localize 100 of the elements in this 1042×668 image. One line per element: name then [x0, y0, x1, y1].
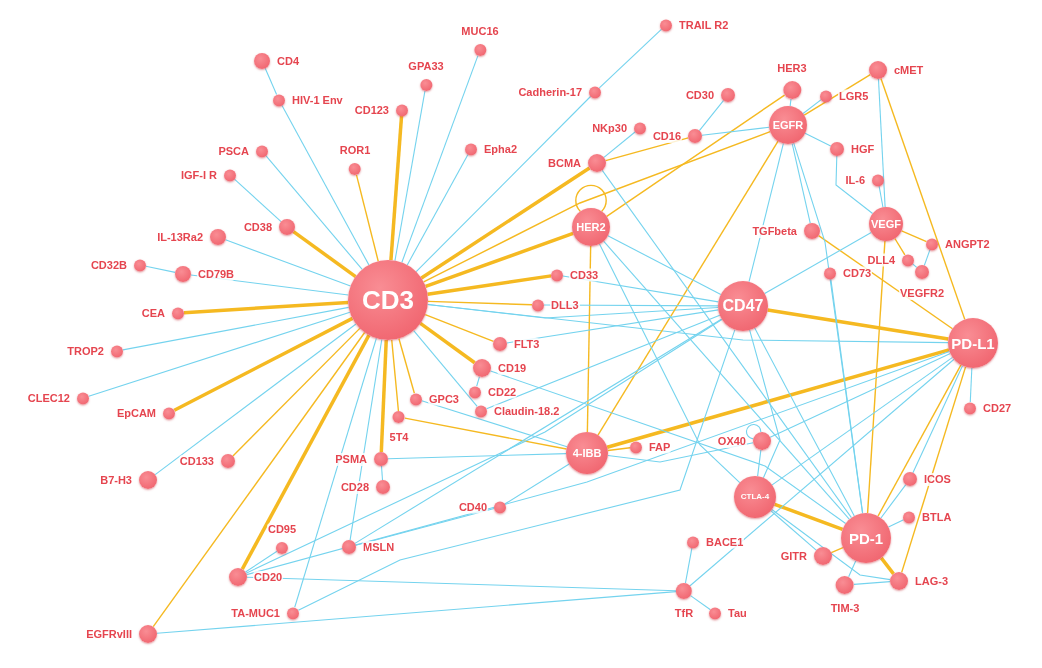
connector-line	[423, 130, 771, 283]
connector-line	[880, 484, 907, 519]
connector-line	[771, 356, 954, 486]
node-label: CD95	[266, 523, 298, 536]
connector-line	[398, 337, 416, 394]
connector-line	[88, 311, 351, 397]
connector-line	[791, 143, 811, 224]
node-label: CLEC12	[26, 391, 71, 405]
connector-line	[701, 126, 770, 136]
connector-line	[246, 350, 951, 576]
connector-line	[427, 274, 552, 296]
connector-line	[486, 314, 721, 410]
connector-line	[877, 78, 886, 208]
node-label: CD123	[353, 103, 390, 117]
connector-line	[420, 166, 591, 280]
node-label: CD73	[842, 266, 873, 280]
connector-line	[240, 334, 371, 570]
connector-line	[877, 364, 962, 517]
node-label: CD19	[497, 361, 528, 375]
connector-line	[406, 153, 469, 266]
node-label: HIV-1 Env	[291, 93, 344, 107]
node-label: TA-MUC1	[230, 606, 281, 620]
node-label: NKp30	[591, 121, 628, 135]
connector-line	[604, 137, 689, 162]
node-label: ROR1	[338, 144, 372, 157]
node-label: Tau	[727, 606, 748, 620]
node-label: BCMA	[547, 156, 582, 170]
connector-line	[265, 155, 363, 270]
connector-line	[900, 230, 928, 243]
connector-line	[349, 338, 383, 541]
connector-line	[427, 303, 949, 344]
connector-line	[774, 502, 844, 531]
connector-line	[427, 300, 533, 306]
connector-line	[246, 576, 677, 592]
node-label: FAP	[648, 440, 672, 454]
connector-line	[969, 367, 973, 403]
node-label: DLL3	[550, 298, 580, 312]
connector-line	[757, 449, 762, 477]
node-label: LGR5	[838, 89, 870, 103]
connector-line	[232, 327, 361, 457]
connector-line	[506, 309, 719, 344]
connector-line	[754, 327, 855, 517]
connector-line	[853, 581, 891, 585]
connector-line	[607, 447, 631, 452]
node-label: DLL4	[866, 253, 896, 267]
node-label: CD28	[339, 480, 370, 494]
connector-line	[601, 169, 852, 519]
connector-line	[804, 132, 832, 147]
connector-line	[387, 453, 567, 460]
node-label: GPC3	[428, 392, 460, 406]
connector-line	[749, 329, 781, 479]
connector-line	[771, 508, 891, 581]
connector-line	[767, 308, 949, 341]
connector-line	[156, 591, 677, 634]
connector-line	[803, 74, 872, 116]
connector-line	[379, 339, 388, 453]
node-label: CEA	[140, 306, 166, 320]
node-label: PSMA	[334, 452, 368, 466]
connector-line	[606, 94, 786, 217]
connector-line	[354, 318, 723, 544]
connector-line	[684, 547, 693, 584]
connector-line	[476, 376, 481, 387]
connector-line	[575, 184, 607, 212]
connector-line	[394, 90, 426, 262]
node-label: MSLN	[362, 540, 396, 554]
node-label: OX40	[716, 434, 747, 448]
connector-line	[281, 104, 370, 266]
connector-line	[769, 352, 951, 438]
node-label: Cadherin-17	[517, 85, 583, 99]
connector-line	[264, 67, 278, 96]
connector-line	[122, 306, 350, 351]
node-label: FLT3	[513, 337, 541, 351]
connector-line	[603, 240, 850, 520]
node-label: cMET	[893, 63, 925, 77]
node-label: IGF-I R	[179, 168, 218, 182]
node-label: CD27	[982, 401, 1013, 415]
connector-line	[745, 423, 762, 440]
node-label: TfR	[673, 607, 695, 620]
node-label: EGFRvIII	[85, 627, 133, 641]
connector-line	[415, 95, 592, 273]
connector-line	[145, 265, 176, 273]
connector-line	[504, 463, 570, 505]
connector-line	[586, 245, 592, 433]
node-label: TROP2	[66, 344, 105, 358]
connector-line	[413, 330, 478, 407]
node-label: B7-H3	[99, 473, 133, 487]
node-label: CD4	[276, 54, 300, 68]
node-label: CD30	[684, 88, 715, 102]
connector-line	[607, 442, 754, 463]
node-label: CD133	[178, 454, 215, 468]
node-label: IL-13Ra2	[156, 230, 204, 244]
node-label: CD22	[487, 385, 518, 399]
node-label: MUC16	[460, 25, 500, 38]
node-label: CD33	[569, 268, 600, 282]
connector-line	[292, 230, 357, 278]
connector-line	[294, 337, 377, 608]
connector-line	[770, 510, 817, 551]
connector-line	[489, 370, 847, 525]
node-label: LAG-3	[914, 574, 949, 588]
connector-line	[830, 546, 844, 554]
